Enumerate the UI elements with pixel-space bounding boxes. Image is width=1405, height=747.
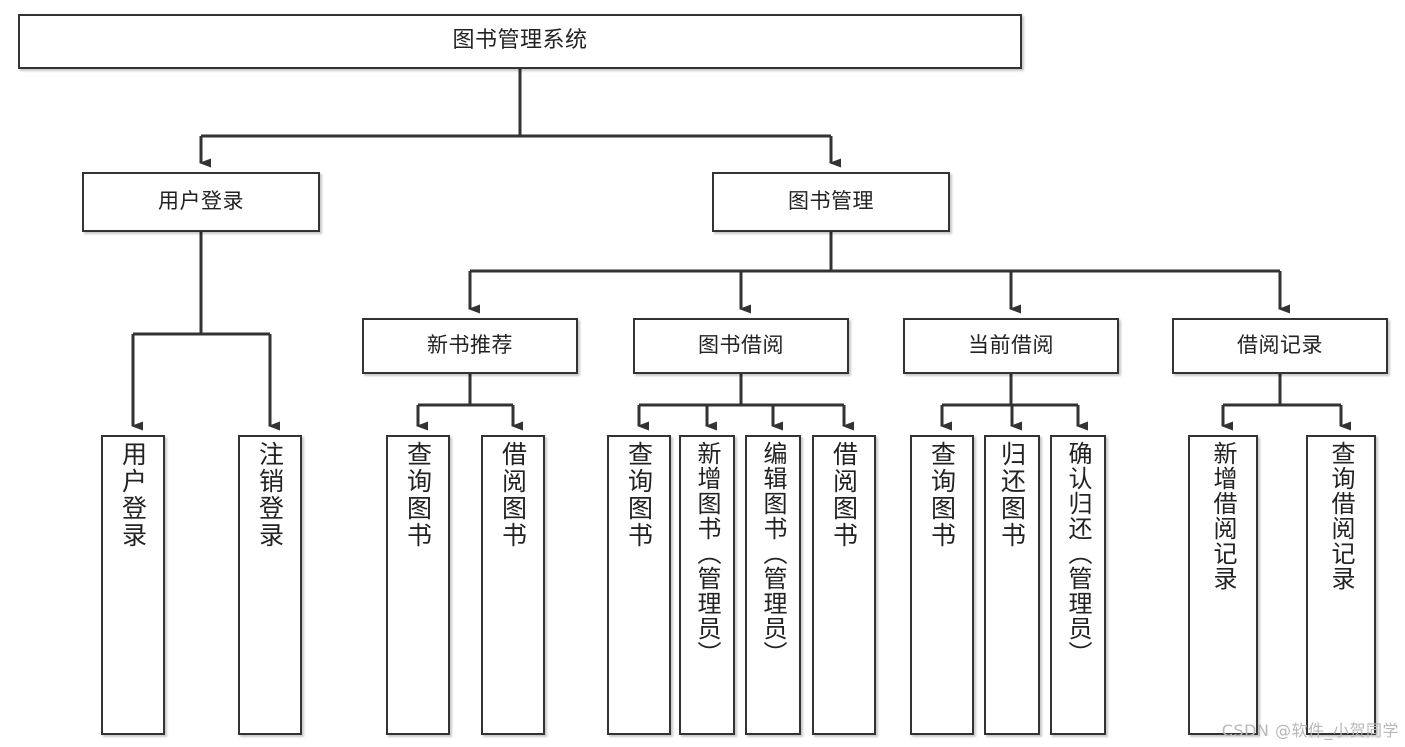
node-label: 图书借阅 [698,333,784,358]
leaf-query-book-newbook[interactable]: 查询图书 [386,435,450,735]
node-label: 借阅记录 [1237,333,1323,358]
node-label: 新增借阅记录 [1209,441,1237,591]
csdn-watermark: CSDN @软件_小贺同学 [1221,721,1399,740]
node-label: 查询借阅记录 [1327,441,1355,591]
leaf-logout[interactable]: 注销登录 [238,435,302,735]
leaf-confirm-return-admin[interactable]: 确认归还（管理员） [1050,435,1106,735]
node-label: 当前借阅 [968,333,1054,358]
leaf-borrow-book-newbook[interactable]: 借阅图书 [481,435,545,735]
node-new-book-recommend[interactable]: 新书推荐 [362,318,578,374]
node-label: 图书管理系统 [452,28,588,54]
node-label: 确认归还（管理员） [1064,441,1092,666]
node-label: 归还图书 [997,441,1027,549]
node-root-system[interactable]: 图书管理系统 [18,14,1022,69]
node-label: 查询图书 [403,441,433,549]
node-label: 借阅图书 [829,441,859,549]
node-label: 借阅图书 [498,441,528,549]
node-label: 查询图书 [624,441,654,549]
node-label: 用户登录 [118,441,148,549]
leaf-return-book[interactable]: 归还图书 [984,435,1040,735]
node-book-borrow[interactable]: 图书借阅 [633,318,849,374]
leaf-query-book-current[interactable]: 查询图书 [910,435,974,735]
node-label: 查询图书 [927,441,957,549]
node-label: 注销登录 [255,441,285,549]
node-book-management[interactable]: 图书管理 [712,172,950,232]
leaf-query-borrow-record[interactable]: 查询借阅记录 [1306,435,1376,735]
leaf-query-book-borrow[interactable]: 查询图书 [607,435,671,735]
leaf-edit-book-admin[interactable]: 编辑图书（管理员） [745,435,801,735]
node-label: 新增图书（管理员） [693,441,721,666]
node-label: 编辑图书（管理员） [759,441,787,666]
node-label: 用户登录 [158,189,244,214]
node-label: 图书管理 [788,189,874,214]
leaf-add-borrow-record[interactable]: 新增借阅记录 [1188,435,1258,735]
leaf-lend-book[interactable]: 借阅图书 [812,435,876,735]
node-current-borrow[interactable]: 当前借阅 [903,318,1119,374]
node-label: 新书推荐 [427,333,513,358]
leaf-user-login[interactable]: 用户登录 [101,435,165,735]
node-user-login[interactable]: 用户登录 [82,172,320,232]
leaf-add-book-admin[interactable]: 新增图书（管理员） [679,435,735,735]
node-borrow-record[interactable]: 借阅记录 [1172,318,1388,374]
